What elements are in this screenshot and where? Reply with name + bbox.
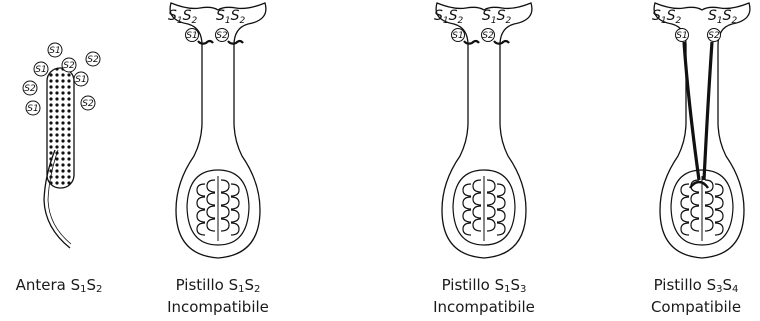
pollen-label: S1 [676,31,687,41]
pistil-panel-2: S1S2 S1S2 S1 S2 [434,3,532,258]
pollen-grain-left: S1 [676,29,689,42]
pollen-grain-right: S2 [708,29,721,42]
pollen-tube-short-left [464,41,479,44]
pistil-panel-1: S1S2 S1S2 S1 S2 [168,3,266,258]
pollen-grain-left: S1 [452,29,465,42]
pollen-label: S2 [24,84,36,94]
pollen-label: S2 [87,55,99,65]
pollen-tube-tip [690,182,708,188]
pollen-tube-short-right [228,41,243,44]
caption-status: Compatibile [632,296,760,318]
pollen-grain: S2 [81,96,95,110]
caption-text: Antera S [16,276,81,294]
pollen-label: S2 [708,31,720,41]
caption-text: S [511,276,521,294]
pollen-label: S2 [482,31,494,41]
caption-status: Incompatibile [148,296,288,318]
pistil-panel-3: S1S2 S1S2 S1 S2 [652,3,750,258]
caption-text: Pistillo S [654,276,717,294]
pollen-grain-left: S1 [186,29,199,42]
caption-pistil-2: Pistillo S1S3 Incompatibile [414,274,554,318]
caption-pistil-1: Pistillo S1S2 Incompatibile [148,274,288,318]
pollen-grain: S2 [23,81,37,95]
pollen-tube-short-left [198,41,213,44]
pollen-label: S1 [49,46,60,56]
caption-anther: Antera S1S2 [4,274,114,296]
stigma-genotype-right: S1S2 [708,8,738,26]
pollen-grain: S2 [86,52,100,66]
caption-status: Incompatibile [414,296,554,318]
pollen-label: S2 [216,31,228,41]
pollen-tube-long-right [704,42,712,180]
caption-subscript: 2 [96,284,102,295]
pollen-grain: S1 [26,101,40,115]
ovary [453,170,515,245]
pollen-grain: S2 [62,58,76,72]
pollen-grain-right: S2 [216,29,229,42]
caption-text: S [87,276,97,294]
pollen-label: S1 [35,65,46,75]
caption-subscript: 3 [520,284,526,295]
pollen-label: S2 [63,61,75,71]
stigma-genotype-right: S1S2 [216,8,246,26]
pollen-grain: S1 [48,43,62,57]
caption-text: S [723,276,733,294]
caption-subscript: 2 [254,284,260,295]
anther-panel: S1 S2 S1 S2 S1 S2 S1 S2 [23,43,100,248]
pollen-tube-short-right [494,41,509,44]
ovary [187,170,249,245]
caption-pistil-3: Pistillo S3S4 Compatibile [632,274,760,318]
caption-text: Pistillo S [442,276,505,294]
ovary [671,170,733,245]
caption-subscript: 4 [732,284,738,295]
pollen-label: S1 [452,31,463,41]
stigma-genotype-left: S1S2 [652,8,682,26]
pollen-label: S2 [82,99,94,109]
pollen-label: S1 [27,104,38,114]
pollen-grain-right: S2 [482,29,495,42]
caption-text: Pistillo S [176,276,239,294]
stigma-genotype-right: S1S2 [482,8,512,26]
pollen-label: S1 [75,75,86,85]
stigma-genotype-left: S1S2 [168,8,198,26]
caption-text: S [245,276,255,294]
anther-body [47,68,74,188]
stigma-genotype-left: S1S2 [434,8,464,26]
pollen-label: S1 [186,31,197,41]
pollen-grain: S1 [34,62,48,76]
pollen-grain: S1 [74,72,88,86]
